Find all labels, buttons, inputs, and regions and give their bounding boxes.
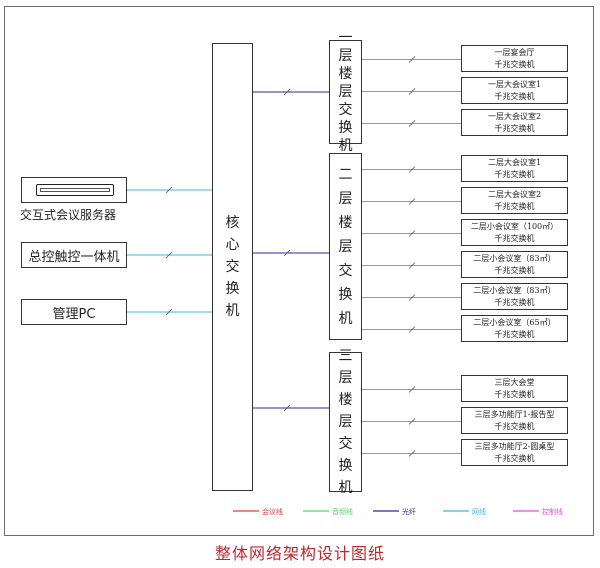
switch-label-char: 机 [338, 138, 353, 154]
slash-mark [408, 326, 416, 333]
legend-label: 会议线 [262, 508, 283, 516]
legend-label: 光纤 [402, 508, 416, 516]
diagram-frame [4, 6, 594, 536]
device-name: 二层大会议室2 [487, 189, 542, 199]
legend-label: 音频线 [332, 508, 353, 516]
floor-device-switch: 三层大会堂千兆交换机 [461, 375, 568, 402]
slash-mark [408, 198, 416, 205]
switch-label-char: 换 [338, 120, 353, 136]
slash-mark [408, 418, 416, 425]
legend-label: 网线 [472, 508, 486, 516]
floor-device-switch: 二层小会议室（100㎡） 千兆交换机 [461, 219, 568, 246]
device-type: 千兆交换机 [494, 265, 535, 275]
device-name: 三层多功能厅1-报告型 [474, 409, 555, 419]
device-type: 千兆交换机 [494, 389, 535, 399]
switch-label-char: 交 [338, 102, 353, 118]
device-name: 一层大会议室2 [487, 111, 542, 121]
floor-device-switch: 一层大会议室2 千兆交换机 [461, 109, 568, 136]
device-name: 三层多功能厅2-圆桌型 [474, 441, 555, 451]
device-type: 千兆交换机 [494, 421, 535, 431]
slash-mark [408, 294, 416, 301]
switch-label-char: 层 [338, 414, 353, 430]
switch-label-char: 二 [338, 166, 353, 183]
device-name: 二层小会议室（83㎡） [473, 253, 556, 263]
floor-device-switch: 二层大会议室2 千兆交换机 [461, 187, 568, 214]
management-pc-label: 管理PC [52, 306, 96, 322]
management-pc-device: 管理PC [21, 299, 127, 325]
core-switch: 核心交换机 [212, 43, 253, 491]
server-label: 交互式会议服务器 [20, 208, 117, 222]
switch-label-char: 三 [338, 348, 353, 364]
slash-mark [408, 166, 416, 173]
touch-panel-device: 总控触控一体机 [21, 242, 127, 268]
switch-label-char: 层 [338, 190, 353, 207]
device-name: 一层宴会厅 [494, 47, 535, 57]
switch-label-char: 一 [338, 30, 353, 46]
switch-label-char: 交 [338, 436, 353, 452]
slash-mark [165, 251, 173, 259]
slash-mark [283, 249, 291, 257]
slash-mark [408, 230, 416, 237]
device-type: 千兆交换机 [494, 329, 535, 339]
device-name: 二层大会议室1 [487, 157, 542, 167]
switch-label-char: 层 [338, 48, 353, 64]
floor-device-switch: 三层多功能厅2-圆桌型千兆交换机 [461, 439, 568, 466]
floor-device-switch: 二层小会议室（83㎡） 千兆交换机 [461, 283, 568, 310]
switch-label-char: 心 [225, 237, 240, 253]
floor-device-switch: 二层小会议室（83㎡） 千兆交换机 [461, 251, 568, 278]
device-type: 千兆交换机 [494, 233, 535, 243]
touch-panel-label: 总控触控一体机 [28, 249, 120, 265]
device-name: 二层小会议室（83㎡） [473, 285, 556, 295]
switch-label-char: 核 [225, 215, 240, 231]
switch-label-char: 楼 [338, 392, 353, 408]
floor-device-switch: 一层大会议室1 千兆交换机 [461, 77, 568, 104]
device-name: 一层大会议室1 [487, 79, 542, 89]
device-type: 千兆交换机 [494, 123, 535, 133]
floor-device-switch: 二层小会议室（65㎡） 千兆交换机 [461, 315, 568, 342]
slash-mark [408, 386, 416, 393]
floor-device-switch: 一层宴会厅千兆交换机 [461, 45, 568, 72]
switch-label-char: 机 [338, 480, 353, 496]
slash-mark [408, 450, 416, 457]
device-type: 千兆交换机 [494, 297, 535, 307]
slash-mark [408, 88, 416, 95]
slash-mark [408, 120, 416, 127]
switch-label-char: 换 [225, 281, 240, 297]
switch-label-char: 楼 [338, 214, 353, 231]
slash-mark [283, 88, 291, 96]
floor1-switch: 一层楼层交换机 [329, 31, 362, 153]
switch-label-char: 楼 [338, 66, 353, 82]
server-rack-icon [36, 184, 114, 196]
floor2-switch: 二层楼层交换机 [329, 153, 362, 340]
switch-label-char: 机 [338, 310, 353, 327]
switch-label-char: 层 [338, 370, 353, 386]
floor3-switch: 三层楼层交换机 [329, 348, 362, 496]
floor-device-switch: 二层大会议室1 千兆交换机 [461, 155, 568, 182]
device-name: 三层大会堂 [494, 377, 535, 387]
slash-mark [165, 186, 173, 194]
legend-label: 控制线 [542, 508, 563, 516]
switch-label-char: 换 [338, 458, 353, 474]
switch-label-char: 换 [338, 286, 353, 303]
slash-mark [408, 262, 416, 269]
switch-label-char: 交 [338, 262, 353, 279]
device-type: 千兆交换机 [494, 453, 535, 463]
slash-mark [408, 56, 416, 63]
diagram-caption: 整体网络架构设计图纸 [214, 544, 385, 563]
switch-label-char: 层 [338, 238, 353, 255]
slash-mark [165, 308, 173, 316]
switch-label-char: 机 [225, 303, 240, 319]
floor-device-switch: 三层多功能厅1-报告型千兆交换机 [461, 407, 568, 434]
switch-label-char: 层 [338, 84, 353, 100]
device-name: 二层小会议室（100㎡） [470, 221, 559, 231]
device-name: 二层小会议室（65㎡） [473, 317, 556, 327]
device-type: 千兆交换机 [494, 59, 535, 69]
device-type: 千兆交换机 [494, 91, 535, 101]
slash-mark [283, 404, 291, 412]
device-type: 千兆交换机 [494, 169, 535, 179]
server-device [21, 177, 127, 203]
device-type: 千兆交换机 [494, 201, 535, 211]
switch-label-char: 交 [225, 259, 240, 275]
